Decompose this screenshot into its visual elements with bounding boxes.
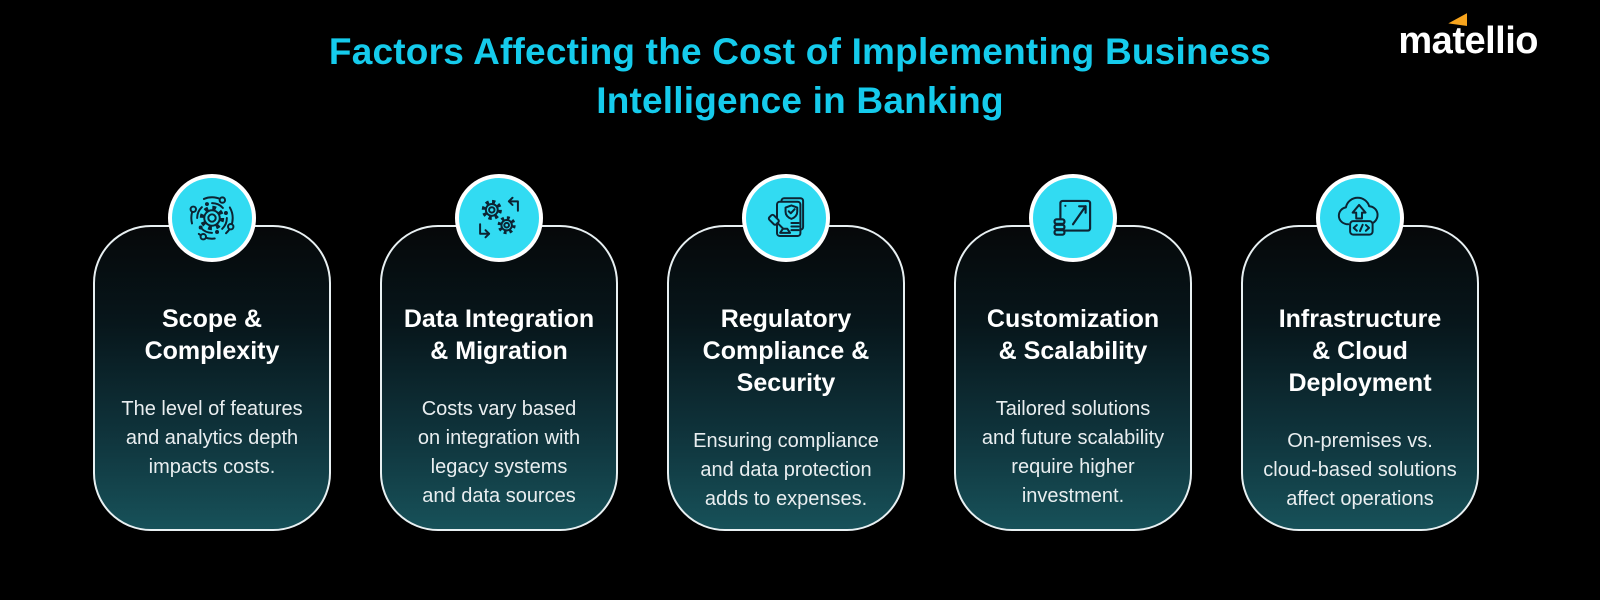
card-customization-scalability: Customization & Scalability Tailored sol… bbox=[954, 174, 1192, 531]
card-description: Tailored solutions and future scalabilit… bbox=[981, 398, 1165, 507]
gear-network-icon bbox=[189, 196, 235, 241]
card-icon-badge bbox=[742, 174, 830, 262]
card-title: Customization & Scalability bbox=[986, 305, 1160, 365]
card-infrastructure-cloud-deployment: Infrastructure & Cloud Deployment On-pre… bbox=[1241, 174, 1479, 531]
card-description: The level of features and analytics dept… bbox=[121, 398, 303, 478]
card-title: Regulatory Compliance & Security bbox=[702, 305, 870, 397]
page-title: Factors Affecting the Cost of Implementi… bbox=[328, 31, 1272, 121]
card-title: Infrastructure & Cloud Deployment bbox=[1278, 305, 1442, 397]
card-description: On-premises vs. cloud-based solutions af… bbox=[1263, 430, 1457, 510]
card-description: Ensuring compliance and data protection … bbox=[693, 430, 879, 510]
card-icon-badge bbox=[168, 174, 256, 262]
expand-square-icon bbox=[1053, 199, 1092, 236]
cloud-code-icon bbox=[1337, 196, 1379, 236]
card-description: Costs vary based on integration with leg… bbox=[417, 398, 581, 507]
card-data-integration-migration: Data Integration & Migration Costs vary … bbox=[380, 174, 618, 531]
factor-cards-row: Scope & Complexity The level of features… bbox=[93, 174, 1479, 531]
gears-sync-icon bbox=[479, 196, 519, 239]
card-title: Data Integration & Migration bbox=[403, 305, 595, 365]
card-icon-badge bbox=[1316, 174, 1404, 262]
card-icon-badge bbox=[455, 174, 543, 262]
card-scope-complexity: Scope & Complexity The level of features… bbox=[93, 174, 331, 531]
card-regulatory-compliance-security: Regulatory Compliance & Security Ensurin… bbox=[667, 174, 905, 531]
compliance-document-icon bbox=[767, 197, 805, 237]
logo-text-part2: t bbox=[1448, 13, 1468, 63]
logo-text-part1: ma bbox=[1398, 20, 1453, 62]
logo-text-part3: ellio bbox=[1464, 20, 1538, 62]
card-title: Scope & Complexity bbox=[144, 305, 280, 365]
card-icon-badge bbox=[1029, 174, 1117, 262]
